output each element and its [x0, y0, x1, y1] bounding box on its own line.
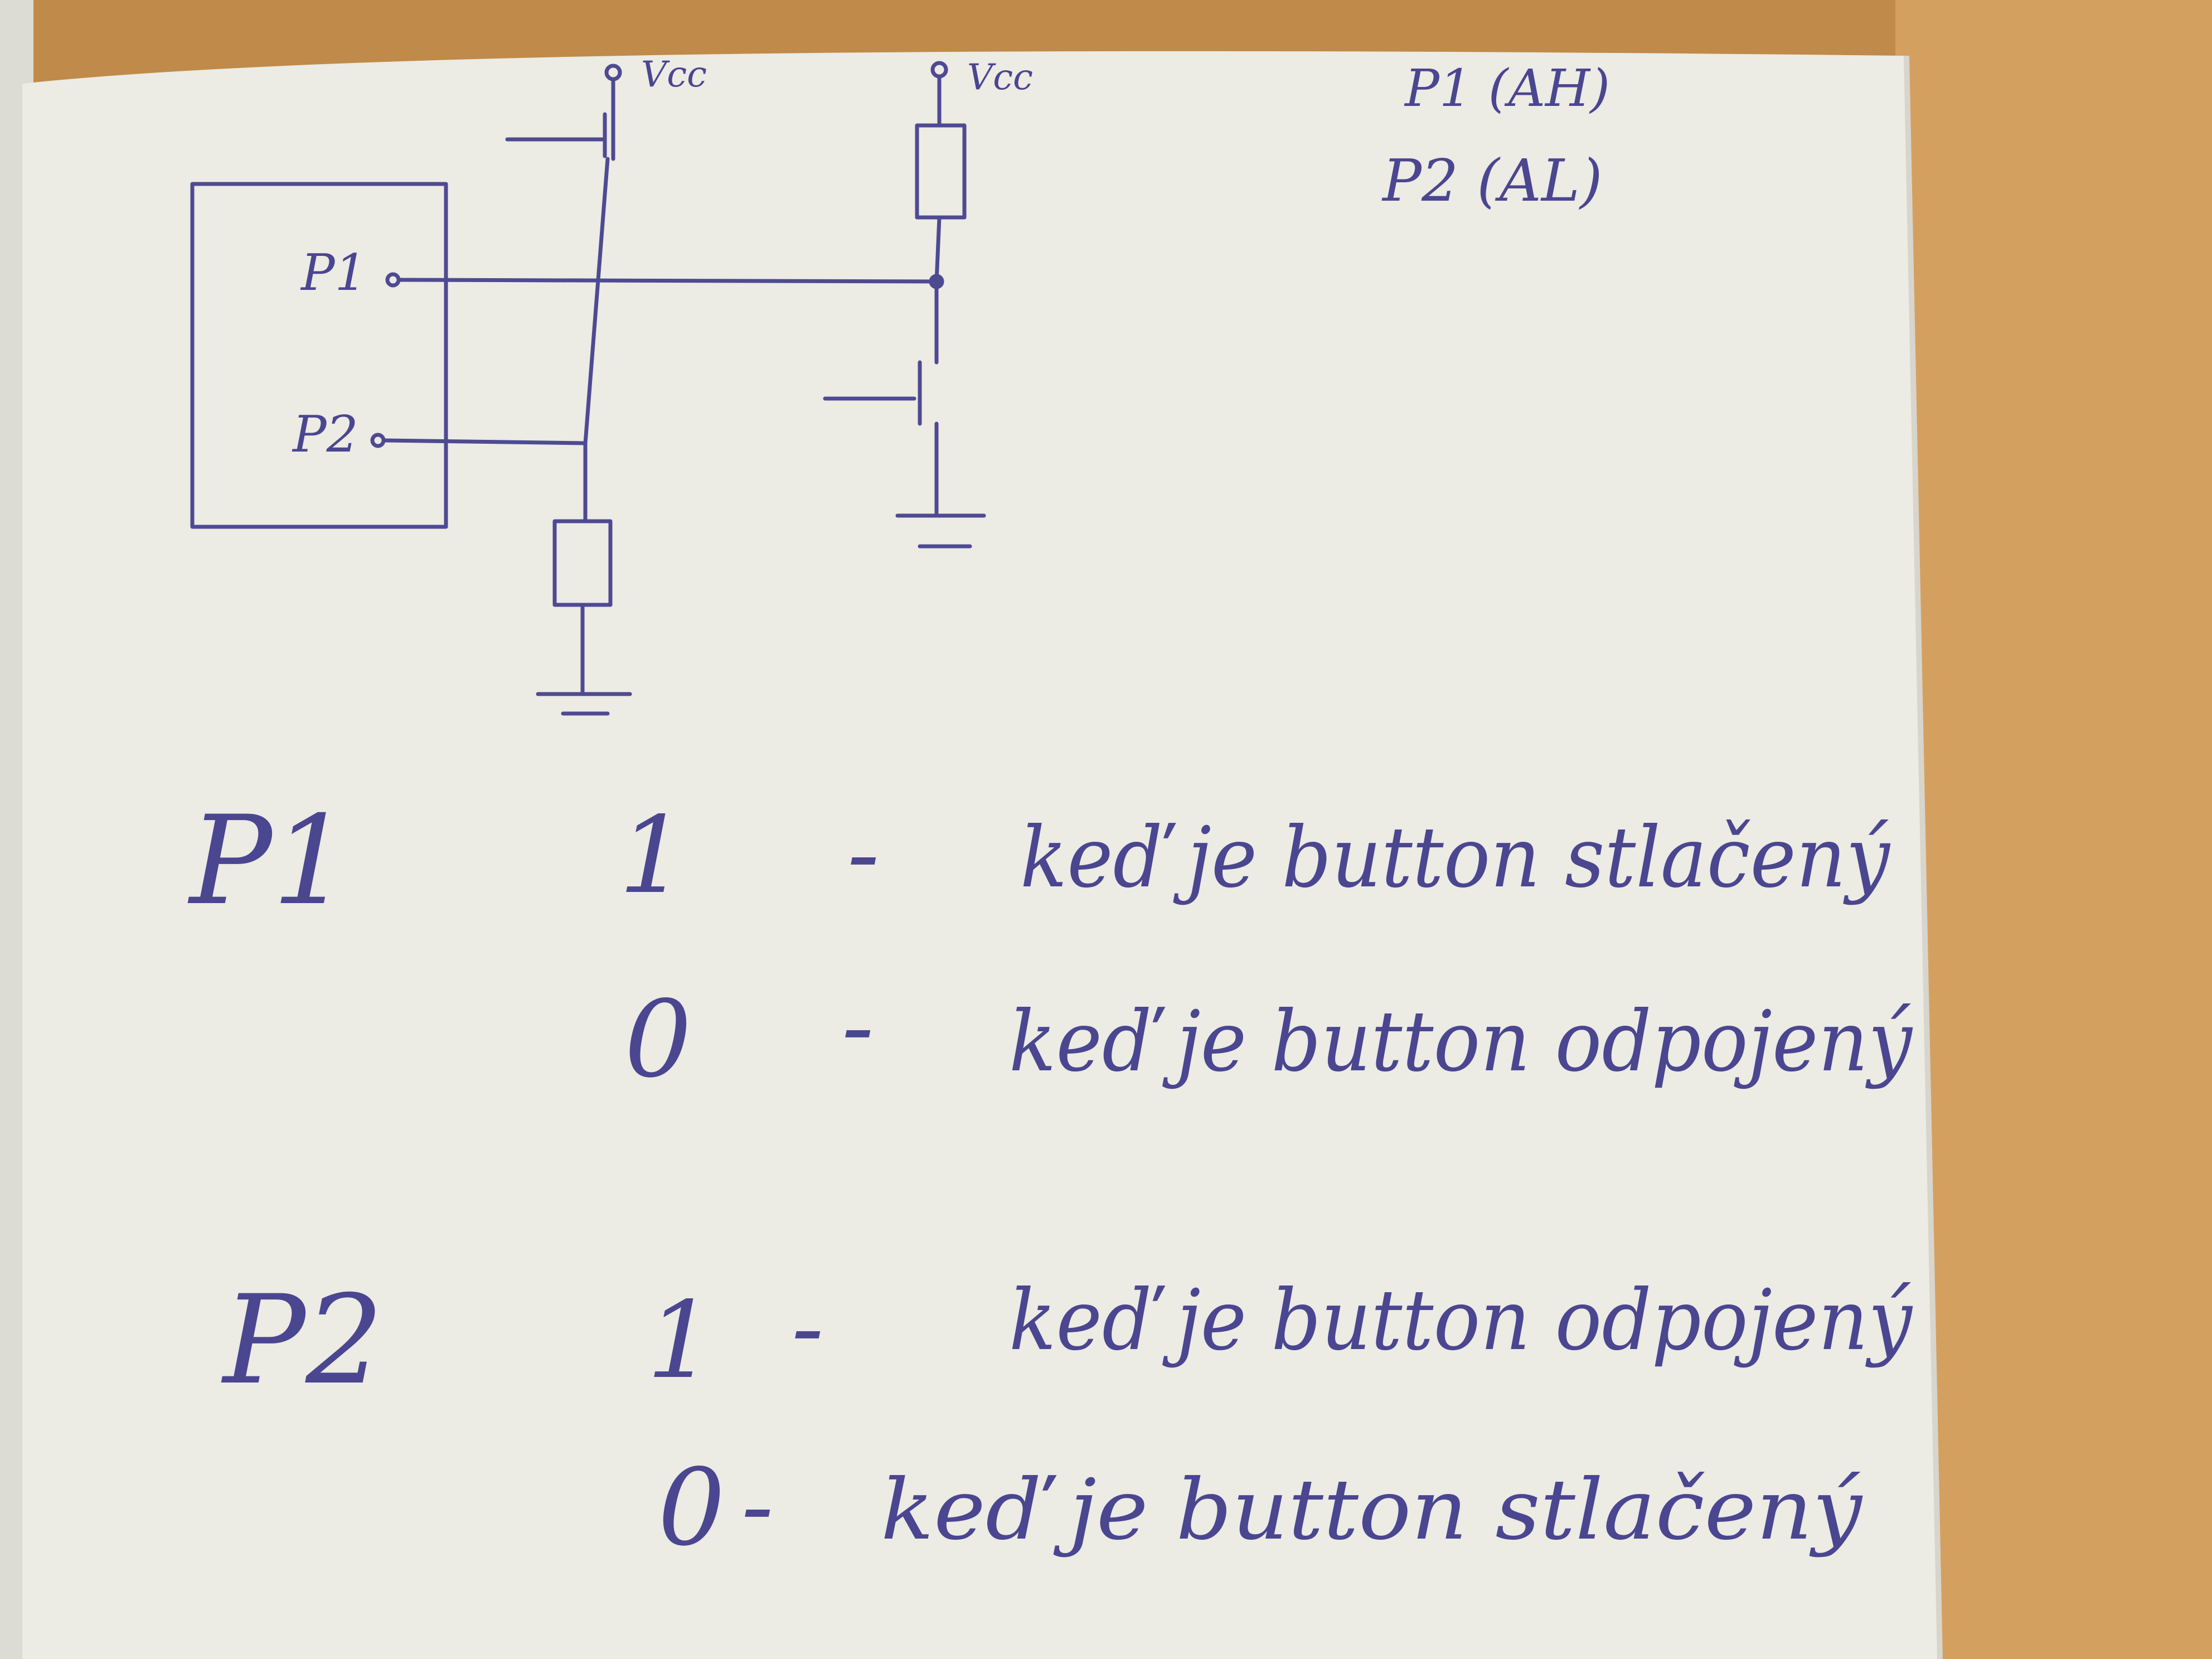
label-vcc-right: Vcc: [967, 57, 1033, 98]
notes-p1-row1-value: 1: [619, 794, 686, 917]
notes-p1-row1-text: keď je button stlačený: [1020, 809, 1891, 906]
circuit-schematic: [190, 61, 986, 716]
notes-p1-row1-dash: -: [847, 799, 879, 909]
note-p1-active-high: P1 (AH): [1404, 59, 1610, 118]
notes-p1-label: P1: [187, 789, 350, 932]
wire-p1: [396, 278, 939, 284]
notes-p1: P1 1 - keď je button stlačený 0 - keď je…: [187, 789, 1913, 1101]
notes-p1-row2-text: keď je button odpojený: [1009, 993, 1913, 1090]
table-surface-right: [1895, 0, 2212, 1659]
label-pin-p2: P2: [292, 405, 358, 464]
notes-p2-row2-value: 0: [658, 1446, 725, 1569]
microcontroller-box: [190, 182, 448, 529]
paper-page: [22, 51, 1940, 1659]
wire-p2: [381, 438, 588, 445]
notes-p1-row2-dash: -: [842, 972, 874, 1082]
label-vcc-left: Vcc: [641, 54, 707, 95]
note-p2-active-low: P2 (AL): [1381, 147, 1603, 215]
label-pin-p1: P1: [300, 244, 367, 302]
notes-p1-row2-value: 0: [624, 978, 692, 1101]
notes-p2-label: P2: [221, 1269, 384, 1411]
notes-p2-row1-dash: -: [792, 1273, 823, 1383]
notes-p2-row1-value: 1: [647, 1279, 714, 1402]
notes-p2-row1-text: keď je button odpojený: [1009, 1272, 1913, 1369]
wire-left-down: [583, 157, 610, 445]
page-edge: [1904, 55, 1943, 1659]
notes-p2-row2-dash: -: [741, 1451, 773, 1561]
notes-p2-row2-text: keď je button stlačený: [881, 1462, 1863, 1559]
notes-p2: P2 1 - keď je button odpojený 0 - keď je…: [221, 1269, 1913, 1569]
wire-resistor-to-node: [934, 215, 942, 284]
